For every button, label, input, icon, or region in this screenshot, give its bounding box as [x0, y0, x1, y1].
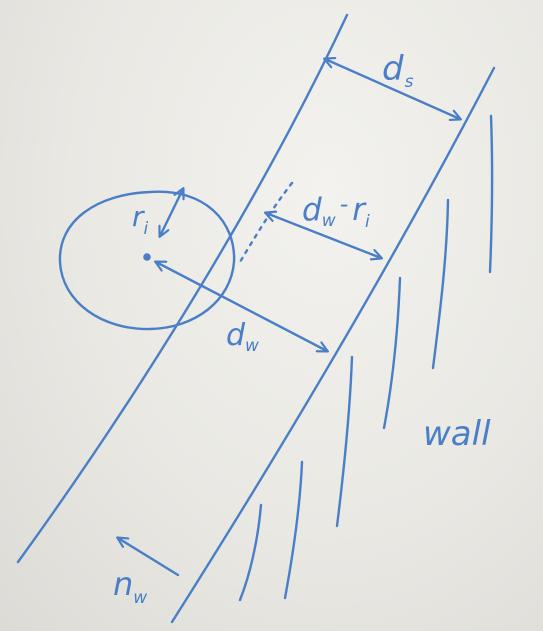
wall-hatching — [238, 114, 494, 602]
label-dw-minus-ri: dw-ri — [302, 190, 370, 232]
particle-center — [143, 253, 151, 261]
dw-arrow — [156, 262, 327, 351]
ri-arrow — [160, 189, 183, 236]
ds-arrow — [325, 59, 460, 119]
dotted-extension-line — [238, 181, 294, 264]
label-dw: dw — [226, 318, 259, 356]
dw-minus-ri-arrow — [266, 213, 381, 258]
nw-arrow — [118, 538, 180, 577]
label-ds: ds — [382, 49, 414, 92]
wall-surface-line — [170, 66, 496, 624]
label-wall: wall — [423, 414, 491, 454]
particle-circle — [58, 190, 236, 331]
label-ri: ri — [132, 200, 149, 239]
label-nw: nw — [113, 565, 147, 608]
